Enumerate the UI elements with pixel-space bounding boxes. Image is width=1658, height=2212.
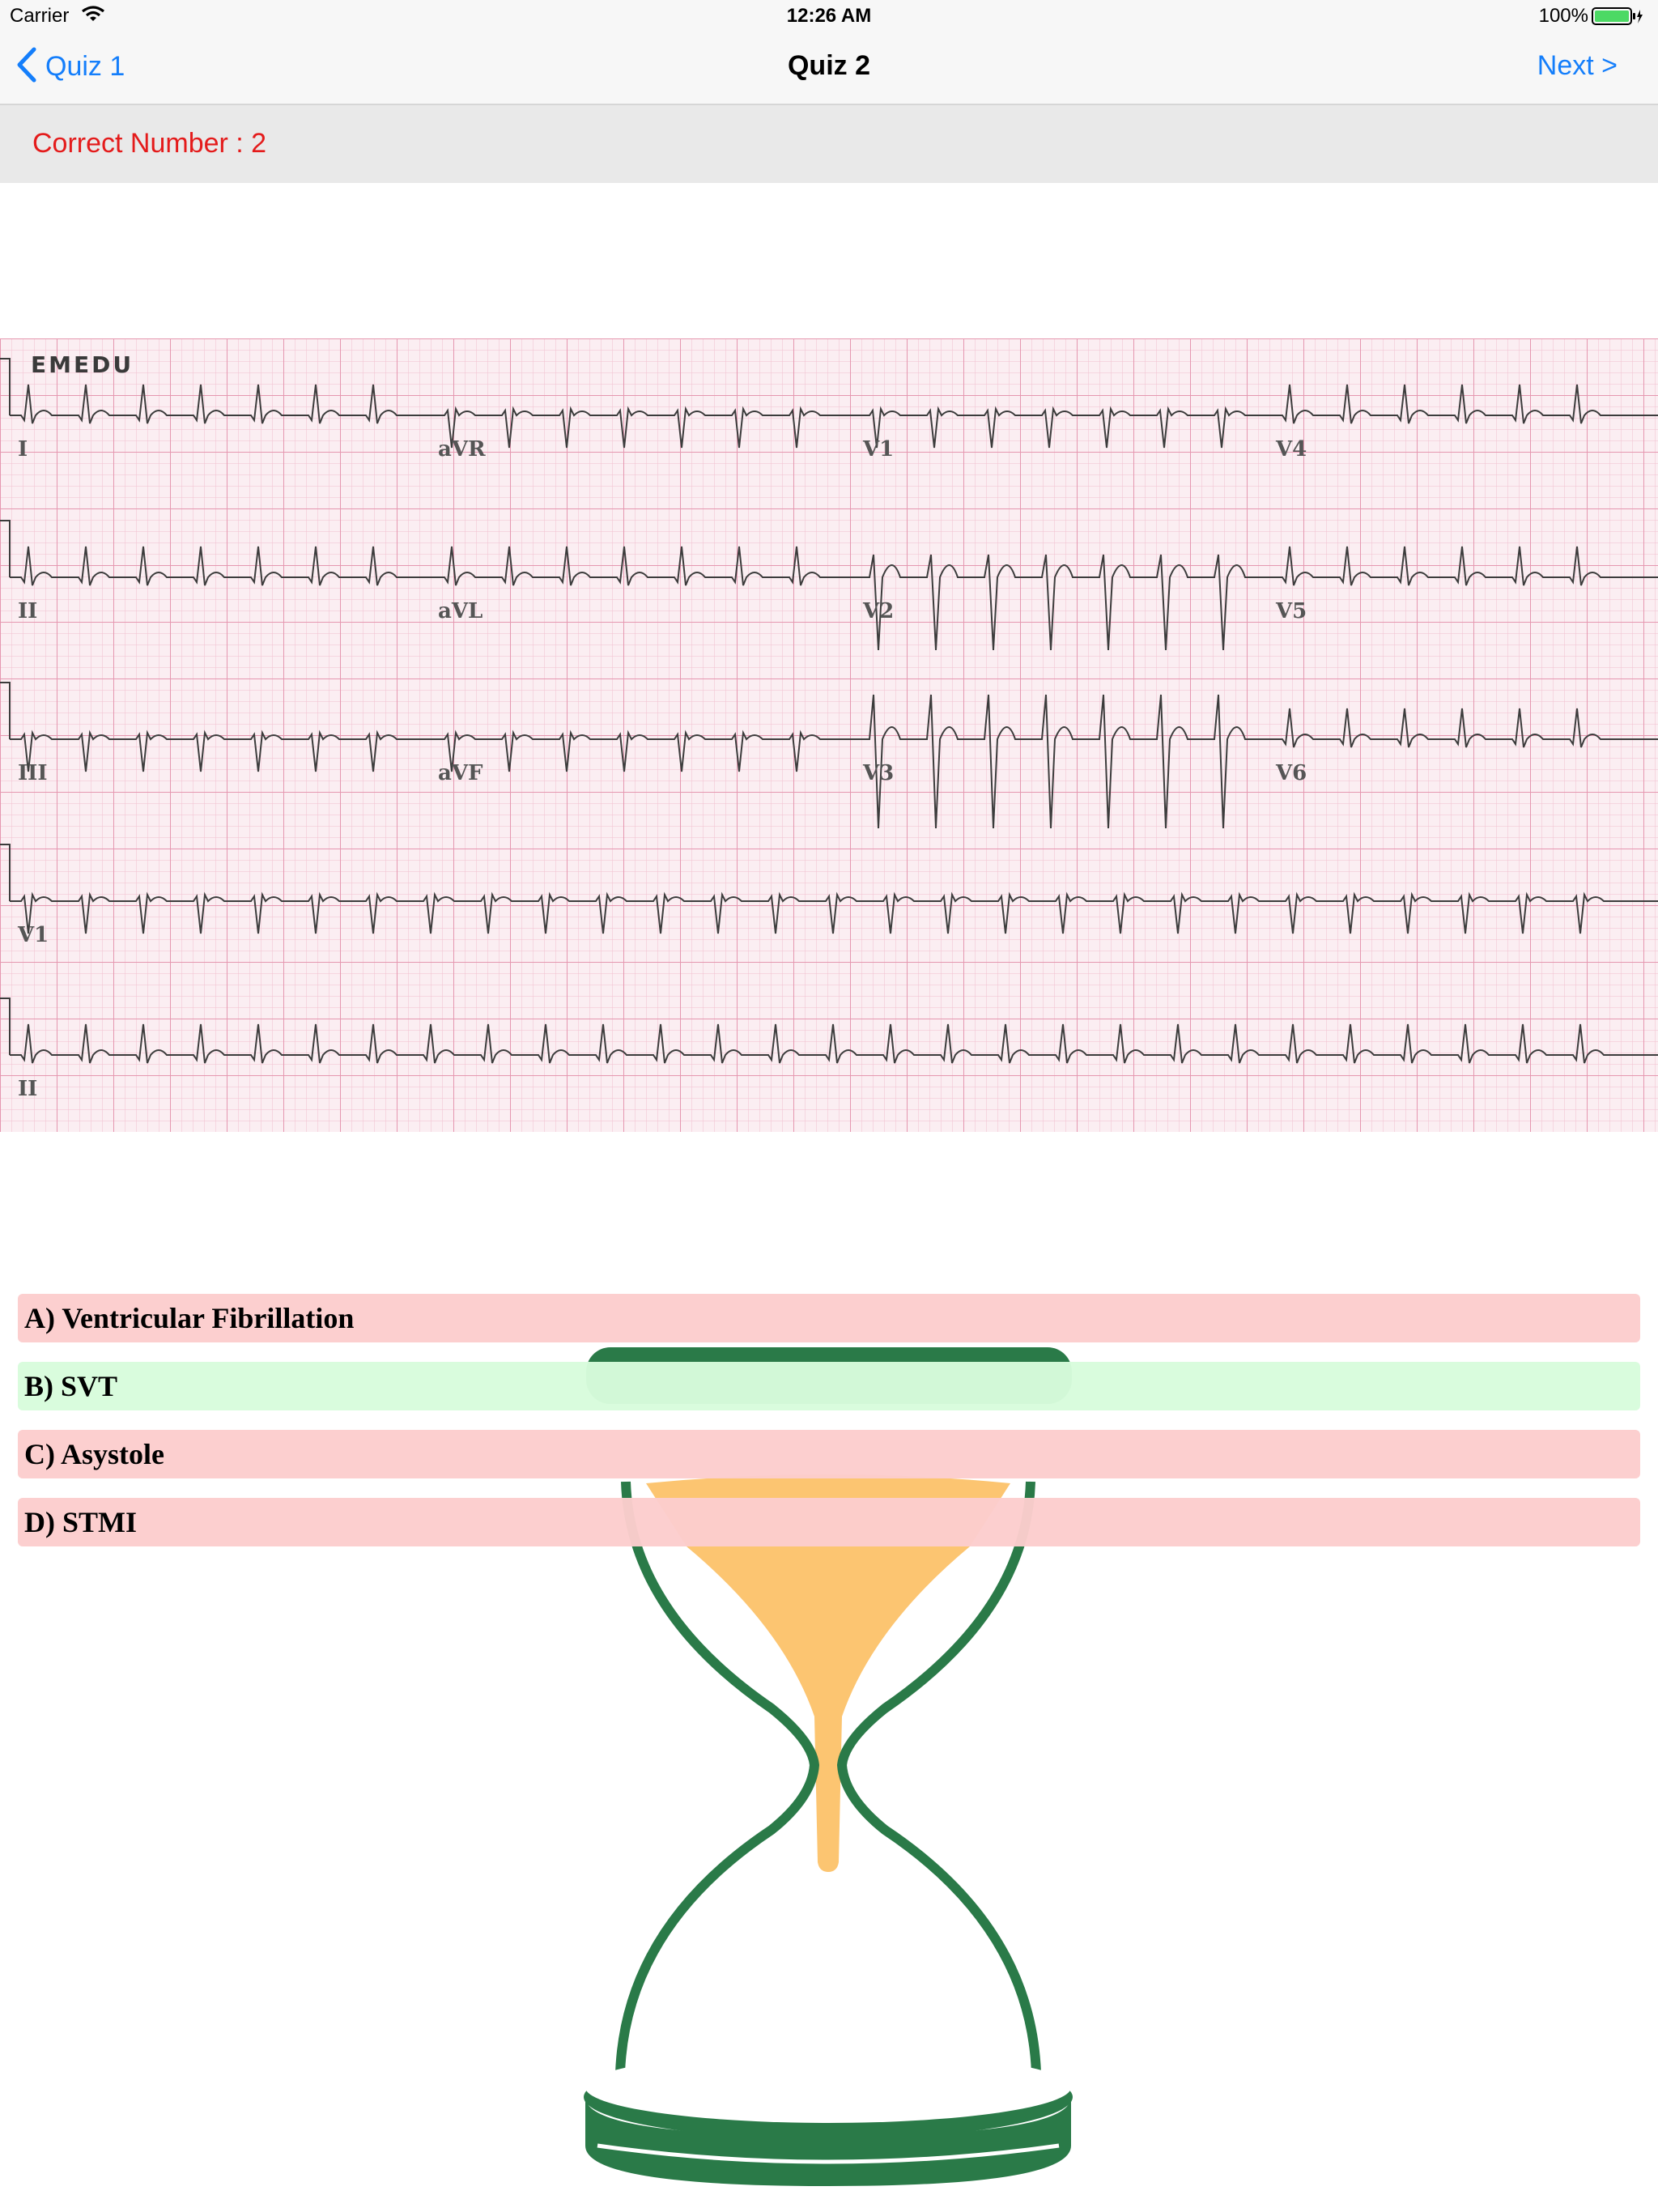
ecg-trace bbox=[10, 891, 1658, 934]
battery-icon bbox=[1592, 6, 1643, 30]
ecg-calibration-mark bbox=[0, 682, 11, 739]
ecg-trace bbox=[10, 546, 433, 586]
ecg-traces bbox=[0, 358, 1658, 1064]
answer-option-label: D) STMI bbox=[24, 1506, 138, 1538]
ecg-lead-label: V6 bbox=[1275, 761, 1307, 785]
ecg-trace bbox=[858, 554, 1271, 651]
ecg-lead-label: aVR bbox=[438, 437, 486, 462]
page-title: Quiz 2 bbox=[787, 50, 871, 81]
ecg-lead-label: III bbox=[18, 761, 48, 785]
ecg-calibration-mark bbox=[0, 844, 11, 901]
ecg-lead-label: II bbox=[18, 1077, 37, 1101]
ecg-lead-label: V5 bbox=[1275, 599, 1307, 623]
ecg-lead-label: V1 bbox=[862, 437, 894, 462]
ecg-trace bbox=[10, 384, 433, 424]
ecg-lead-label: I bbox=[18, 437, 28, 462]
navigation-bar: Quiz 1 Quiz 2 Next > bbox=[0, 32, 1658, 105]
ecg-lead-label: aVL bbox=[438, 599, 483, 623]
next-button[interactable]: Next > bbox=[1537, 50, 1618, 81]
ecg-trace bbox=[10, 730, 433, 772]
status-bar: Carrier 12:26 AM 100% bbox=[0, 0, 1658, 32]
ecg-trace bbox=[1271, 708, 1658, 748]
ecg-trace bbox=[1271, 546, 1658, 586]
chevron-left-icon bbox=[16, 47, 37, 87]
ecg-trace bbox=[10, 1023, 1658, 1064]
ecg-trace bbox=[1271, 384, 1658, 424]
ecg-trace bbox=[433, 406, 858, 449]
status-time: 12:26 AM bbox=[786, 5, 872, 27]
ecg-lead-label: V3 bbox=[862, 761, 894, 785]
ecg-trace bbox=[858, 694, 1271, 829]
ecg-trace bbox=[433, 730, 858, 772]
ecg-calibration-mark bbox=[0, 520, 11, 577]
ecg-calibration-mark bbox=[0, 998, 11, 1055]
ecg-lead-label: V1 bbox=[17, 923, 49, 947]
wifi-icon bbox=[81, 5, 105, 28]
answer-option-a[interactable]: A) Ventricular Fibrillation bbox=[18, 1294, 1640, 1342]
answer-option-label: C) Asystole bbox=[24, 1438, 164, 1470]
answer-option-d[interactable]: D) STMI bbox=[18, 1498, 1640, 1546]
answer-option-label: A) Ventricular Fibrillation bbox=[24, 1302, 355, 1334]
ecg-lead-label: II bbox=[18, 599, 37, 623]
ecg-lead-label: V2 bbox=[862, 599, 894, 623]
ecg-lead-label: aVF bbox=[438, 761, 483, 785]
carrier-label: Carrier bbox=[10, 5, 70, 27]
ecg-lead-label: V4 bbox=[1275, 437, 1307, 462]
answer-option-c[interactable]: C) Asystole bbox=[18, 1430, 1640, 1478]
answer-option-label: B) SVT bbox=[24, 1370, 118, 1402]
ecg-brand: EMEDU bbox=[31, 351, 134, 378]
answer-option-b[interactable]: B) SVT bbox=[18, 1362, 1640, 1410]
correct-number-label: Correct Number : 2 bbox=[32, 128, 267, 159]
score-bar: Correct Number : 2 bbox=[0, 105, 1658, 183]
battery-percent: 100% bbox=[1538, 5, 1588, 27]
back-button[interactable]: Quiz 1 bbox=[16, 47, 125, 87]
back-button-label: Quiz 1 bbox=[45, 51, 125, 82]
ecg-calibration-mark bbox=[0, 358, 11, 415]
ecg-trace bbox=[858, 406, 1271, 449]
ecg-trace bbox=[433, 546, 858, 586]
